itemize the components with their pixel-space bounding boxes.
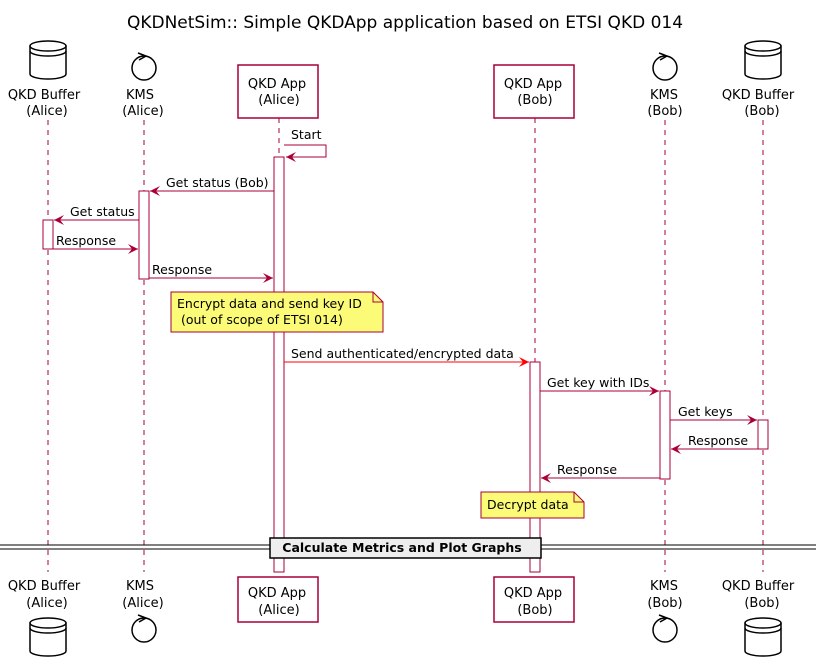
participant-sublabel: (Bob) bbox=[744, 596, 779, 611]
participant-label: KMS bbox=[126, 88, 154, 103]
participant-sublabel: (Bob) bbox=[647, 104, 682, 119]
message-label: Send authenticated/encrypted data bbox=[291, 346, 514, 361]
control-icon bbox=[652, 52, 678, 81]
database-icon bbox=[29, 617, 67, 657]
participant-label: QKD Buffer bbox=[722, 579, 795, 594]
participant-buffer-alice-bottom: QKD Buffer (Alice) bbox=[8, 579, 81, 657]
message-label: Response bbox=[557, 462, 617, 477]
participant-app-alice-top: QKD App (Alice) bbox=[237, 64, 319, 119]
participant-label: KMS bbox=[650, 88, 678, 103]
control-icon bbox=[131, 614, 157, 643]
diagram-title: QKDNetSim:: Simple QKDApp application ba… bbox=[127, 13, 683, 33]
message-get-keys: Get keys bbox=[670, 404, 757, 425]
divider: Calculate Metrics and Plot Graphs bbox=[0, 537, 816, 559]
activation-app-alice bbox=[273, 156, 285, 573]
message-response-kms-alice: Response bbox=[149, 262, 273, 283]
message-response-buffer-bob: Response bbox=[671, 433, 758, 454]
message-label: Response bbox=[56, 233, 116, 248]
participant-buffer-alice-top: QKD Buffer (Alice) bbox=[8, 40, 81, 119]
message-start: Start bbox=[284, 127, 327, 162]
participant-sublabel: (Bob) bbox=[744, 104, 779, 119]
participant-label: QKD App bbox=[248, 586, 306, 601]
message-get-status-bob: Get status (Bob) bbox=[150, 175, 274, 196]
participant-label: QKD Buffer bbox=[8, 88, 81, 103]
activation-app-bob bbox=[529, 361, 541, 573]
lifelines bbox=[47, 118, 764, 572]
participant-label: KMS bbox=[650, 579, 678, 594]
participant-sublabel: (Bob) bbox=[517, 93, 552, 108]
activation-kms-alice bbox=[138, 190, 150, 280]
participant-sublabel: (Alice) bbox=[26, 596, 67, 611]
message-label: Get status bbox=[70, 204, 135, 219]
activation-kms-bob bbox=[659, 390, 671, 480]
participant-label: QKD Buffer bbox=[8, 579, 81, 594]
message-send-encrypted-data: Send authenticated/encrypted data bbox=[284, 346, 529, 367]
participant-app-alice-bottom: QKD App (Alice) bbox=[237, 576, 319, 623]
participant-sublabel: (Bob) bbox=[647, 596, 682, 611]
participant-label: QKD App bbox=[504, 586, 562, 601]
participant-app-bob-top: QKD App (Bob) bbox=[493, 64, 575, 119]
database-icon bbox=[744, 617, 782, 657]
message-label: Start bbox=[291, 127, 322, 142]
database-icon bbox=[744, 40, 782, 80]
participant-sublabel: (Bob) bbox=[517, 603, 552, 618]
message-label: Get key with IDs bbox=[547, 375, 649, 390]
participant-sublabel: (Alice) bbox=[258, 603, 299, 618]
participant-sublabel: (Alice) bbox=[122, 596, 163, 611]
control-icon bbox=[131, 52, 157, 81]
participant-buffer-bob-bottom: QKD Buffer (Bob) bbox=[722, 579, 795, 657]
participant-kms-bob-bottom: KMS (Bob) bbox=[647, 579, 683, 643]
participant-sublabel: (Alice) bbox=[258, 93, 299, 108]
message-get-key-with-ids: Get key with IDs bbox=[540, 375, 659, 396]
message-label: Get keys bbox=[678, 404, 733, 419]
participant-buffer-bob-top: QKD Buffer (Bob) bbox=[722, 40, 795, 119]
activation-buffer-alice bbox=[42, 219, 54, 250]
note-line1: Decrypt data bbox=[487, 497, 569, 512]
message-response-kms-bob: Response bbox=[541, 462, 660, 483]
control-icon bbox=[652, 614, 678, 643]
participant-label: QKD App bbox=[248, 77, 306, 92]
activations bbox=[42, 156, 769, 573]
participant-label: KMS bbox=[126, 579, 154, 594]
message-label: Response bbox=[688, 433, 748, 448]
participant-app-bob-bottom: QKD App (Bob) bbox=[493, 576, 575, 623]
participant-label: QKD App bbox=[504, 77, 562, 92]
message-label: Response bbox=[152, 262, 212, 277]
participant-label: QKD Buffer bbox=[722, 88, 795, 103]
divider-label: Calculate Metrics and Plot Graphs bbox=[282, 540, 521, 555]
message-get-status: Get status bbox=[54, 204, 139, 225]
note-line1: Encrypt data and send key ID bbox=[177, 296, 362, 311]
note-encrypt: Encrypt data and send key ID (out of sco… bbox=[170, 291, 384, 333]
message-label: Get status (Bob) bbox=[166, 175, 269, 190]
database-icon bbox=[29, 40, 67, 80]
participant-kms-bob-top: KMS (Bob) bbox=[647, 52, 683, 119]
activation-buffer-bob bbox=[757, 419, 769, 450]
participant-sublabel: (Alice) bbox=[122, 104, 163, 119]
participant-kms-alice-top: KMS (Alice) bbox=[122, 52, 164, 119]
participant-kms-alice-bottom: KMS (Alice) bbox=[122, 579, 164, 643]
message-response-buffer-alice: Response bbox=[53, 233, 138, 254]
note-line2: (out of scope of ETSI 014) bbox=[177, 312, 343, 327]
participant-sublabel: (Alice) bbox=[26, 104, 67, 119]
note-decrypt: Decrypt data bbox=[480, 491, 585, 519]
